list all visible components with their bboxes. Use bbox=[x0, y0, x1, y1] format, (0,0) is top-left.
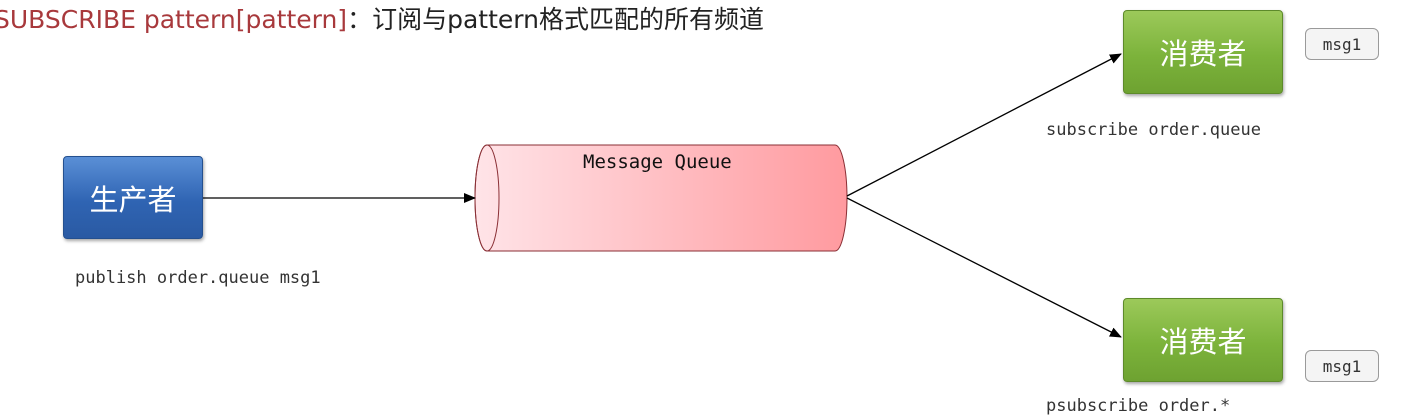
publish-command: publish order.queue msg1 bbox=[75, 268, 321, 288]
psubscribe-arrow bbox=[846, 197, 1122, 338]
page-title: SUBSCRIBE pattern[pattern]：订阅与pattern格式匹… bbox=[0, 2, 764, 38]
consumer-node-top: 消费者 bbox=[1123, 10, 1283, 94]
psubscribe-command: psubscribe order.* bbox=[1046, 396, 1231, 416]
command-description: 订阅与pattern格式匹配的所有频道 bbox=[372, 5, 764, 34]
consumer-label-top: 消费者 bbox=[1159, 37, 1247, 71]
subscribe-command: subscribe order.queue bbox=[1046, 120, 1261, 140]
queue-cylinder bbox=[474, 144, 848, 252]
title-separator: ： bbox=[347, 5, 373, 34]
message-badge-bottom: msg1 bbox=[1305, 350, 1379, 382]
command-syntax: SUBSCRIBE pattern[pattern] bbox=[0, 5, 348, 34]
producer-node: 生产者 bbox=[63, 156, 203, 239]
consumer-node-bottom: 消费者 bbox=[1123, 298, 1283, 382]
message-badge-top: msg1 bbox=[1305, 28, 1379, 60]
subscribe-arrow bbox=[846, 53, 1122, 197]
producer-label: 生产者 bbox=[89, 182, 177, 217]
consumer-label-bottom: 消费者 bbox=[1159, 325, 1247, 359]
queue-label: Message Queue bbox=[583, 151, 732, 173]
